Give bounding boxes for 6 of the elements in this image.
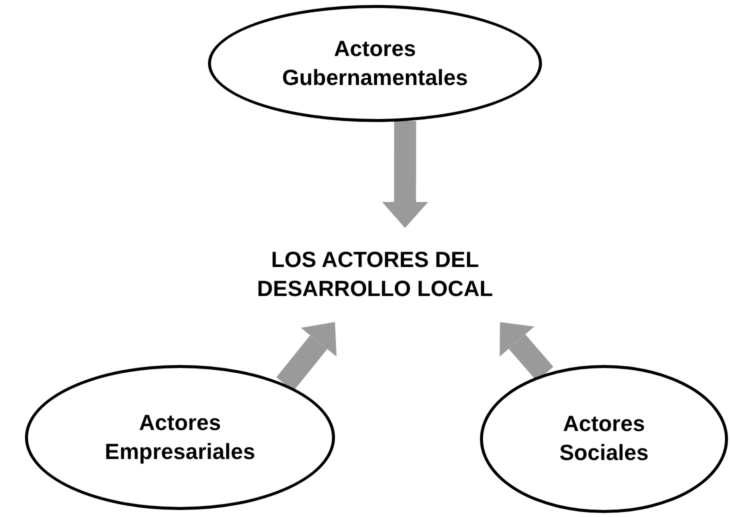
node-label: Actores Gubernamentales: [281, 34, 469, 92]
block-arrow: [276, 322, 337, 392]
block-arrow: [382, 121, 428, 228]
central-title: LOS ACTORES DEL DESARROLLO LOCAL: [256, 246, 494, 303]
node-label: Actores Sociales: [558, 410, 650, 467]
node-label: Actores Empresariales: [104, 408, 256, 466]
